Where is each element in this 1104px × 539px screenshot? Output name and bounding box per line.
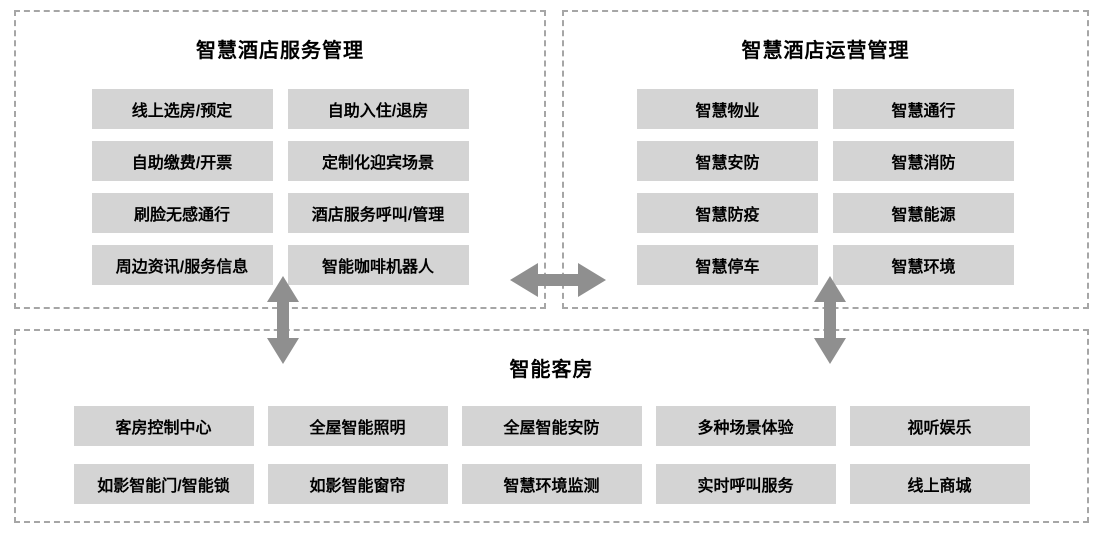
operation-item-box: 智慧通行	[833, 89, 1014, 129]
room-item-box: 全屋智能安防	[461, 406, 642, 446]
room-item-box: 实时呼叫服务	[655, 464, 836, 504]
service-item-box: 自助入住/退房	[287, 89, 469, 129]
panel-service-management: 智慧酒店服务管理 线上选房/预定 自助入住/退房 自助缴费/开票 定制化迎宾场景…	[14, 10, 546, 309]
operation-item-box: 智慧物业	[637, 89, 818, 129]
service-panel-title: 智慧酒店服务管理	[196, 40, 364, 62]
panel-operation-management: 智慧酒店运营管理 智慧物业 智慧通行 智慧安防 智慧消防 智慧防疫 智慧能源 智…	[562, 10, 1089, 309]
room-item-box: 智慧环境监测	[461, 464, 642, 504]
operation-item-box: 智慧防疫	[637, 193, 818, 233]
room-items-grid: 客房控制中心 全屋智能照明 全屋智能安防 多种场景体验 视听娱乐 如影智能门/智…	[16, 406, 1087, 504]
room-item-box: 全屋智能照明	[267, 406, 448, 446]
service-items-grid: 线上选房/预定 自助入住/退房 自助缴费/开票 定制化迎宾场景 刷脸无感通行 酒…	[16, 89, 544, 285]
operation-item-box: 智慧能源	[833, 193, 1014, 233]
operation-item-box: 智慧安防	[637, 141, 818, 181]
service-item-box: 刷脸无感通行	[91, 193, 273, 233]
room-item-box: 多种场景体验	[655, 406, 836, 446]
room-item-box: 线上商城	[849, 464, 1030, 504]
operation-item-box: 智慧停车	[637, 245, 818, 285]
room-item-box: 如影智能门/智能锁	[73, 464, 254, 504]
operation-item-box: 智慧环境	[833, 245, 1014, 285]
service-item-box: 自助缴费/开票	[91, 141, 273, 181]
room-item-box: 视听娱乐	[849, 406, 1030, 446]
room-panel-title: 智能客房	[509, 359, 594, 381]
horizontal-double-arrow-icon	[510, 263, 606, 297]
room-item-box: 客房控制中心	[73, 406, 254, 446]
service-item-box: 定制化迎宾场景	[287, 141, 469, 181]
operation-items-grid: 智慧物业 智慧通行 智慧安防 智慧消防 智慧防疫 智慧能源 智慧停车 智慧环境	[564, 89, 1087, 285]
vertical-double-arrow-left-icon	[267, 276, 299, 364]
panel-smart-room: 智能客房 客房控制中心 全屋智能照明 全屋智能安防 多种场景体验 视听娱乐 如影…	[14, 329, 1089, 523]
service-item-box: 酒店服务呼叫/管理	[287, 193, 469, 233]
vertical-double-arrow-right-icon	[814, 276, 846, 364]
operation-item-box: 智慧消防	[833, 141, 1014, 181]
service-item-box: 周边资讯/服务信息	[91, 245, 273, 285]
operation-panel-title: 智慧酒店运营管理	[741, 40, 910, 62]
service-item-box: 线上选房/预定	[91, 89, 273, 129]
service-item-box: 智能咖啡机器人	[287, 245, 469, 285]
room-item-box: 如影智能窗帘	[267, 464, 448, 504]
